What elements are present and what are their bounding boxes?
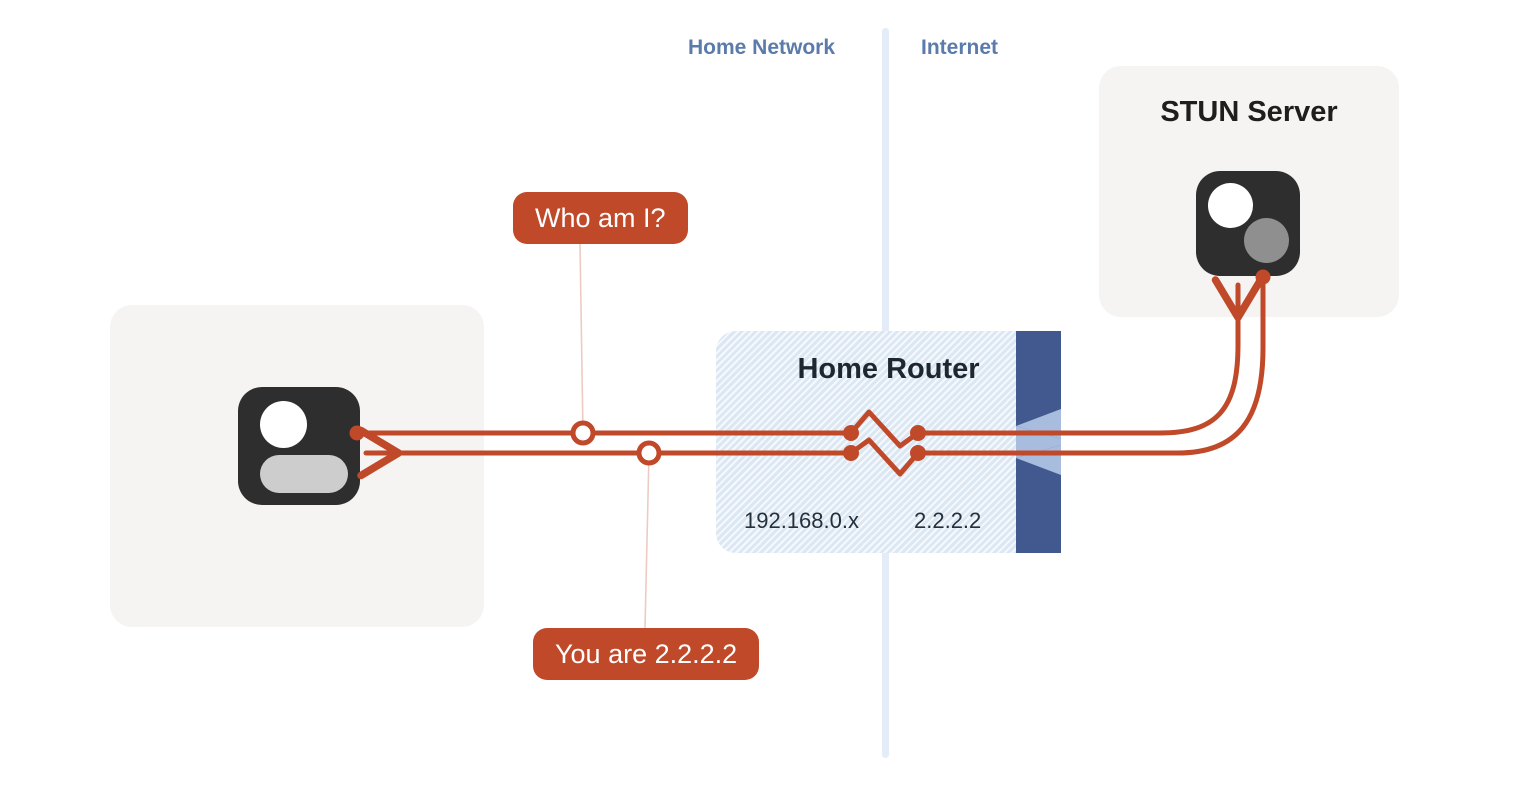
bubble-leader-request xyxy=(579,243,584,434)
laptop-icon-head xyxy=(260,401,307,448)
message-bubble-response[interactable]: You are 2.2.2.2 xyxy=(533,628,760,680)
wire-response-waypoint xyxy=(636,440,662,466)
home-router-title: Home Router xyxy=(797,353,980,385)
wire-request-waypoint xyxy=(570,420,596,446)
laptop-icon-body xyxy=(260,455,348,493)
stun-server-title: STUN Server xyxy=(1160,96,1338,128)
router-lan-ip: 192.168.0.x xyxy=(744,508,859,533)
zone-label-home-network: Home Network xyxy=(688,36,836,59)
message-bubble-request-text: Who am I? xyxy=(535,202,666,233)
zone-label-internet: Internet xyxy=(921,36,999,59)
server-icon-primary-dot xyxy=(1208,183,1253,228)
nat-wall-icon xyxy=(1016,331,1061,553)
message-bubble-response-text: You are 2.2.2.2 xyxy=(555,638,738,669)
laptop-device-icon xyxy=(238,387,360,505)
message-bubble-request[interactable]: Who am I? xyxy=(513,192,688,244)
server-icon-secondary-dot xyxy=(1244,218,1289,263)
router-wan-ip: 2.2.2.2 xyxy=(914,508,982,533)
home-router-node[interactable]: Home Router 192.168.0.x 2.2.2.2 xyxy=(716,331,1061,553)
bubble-leader-response xyxy=(644,452,650,629)
server-device-icon xyxy=(1196,171,1300,276)
